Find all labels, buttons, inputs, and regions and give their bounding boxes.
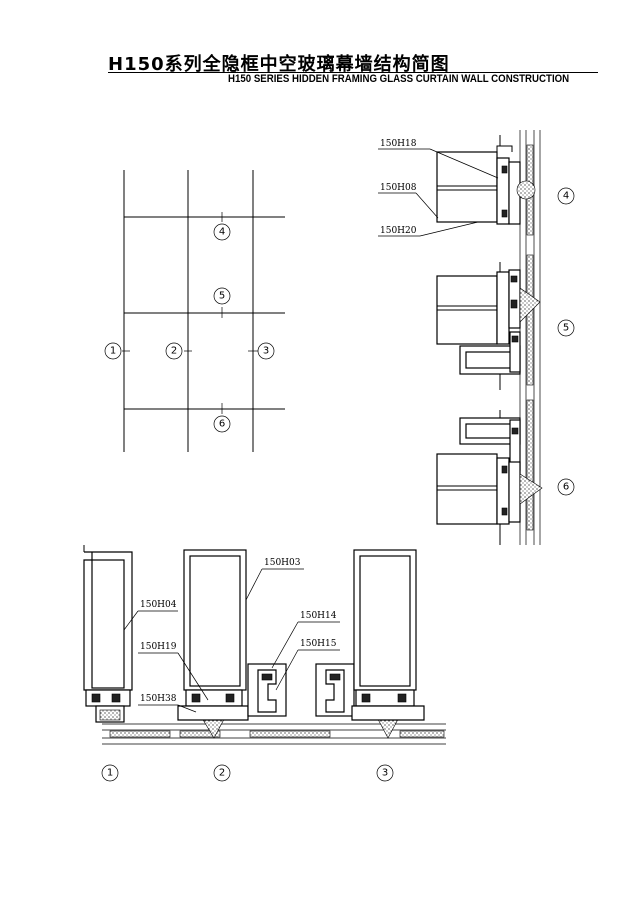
section-2-mullion	[177, 549, 287, 739]
label-150H38: 150H38	[140, 694, 177, 704]
section-marker-2: 2	[219, 768, 225, 779]
section-5-joint	[436, 262, 541, 390]
label-150H08: 150H08	[380, 183, 417, 193]
marker-2: 2	[171, 346, 177, 357]
horizontal-section-markers: 1 2 3	[101, 764, 394, 782]
elevation-markers: 1 2 3 4 5 6	[104, 223, 275, 433]
vertical-section-labels: 150H18 150H08 150H20	[378, 139, 499, 237]
section-6-joint	[436, 410, 543, 545]
title-english: H150 SERIES HIDDEN FRAMING GLASS CURTAIN…	[228, 73, 570, 85]
section-4-transom	[436, 135, 536, 225]
section-marker-3: 3	[382, 768, 388, 779]
label-150H15: 150H15	[300, 639, 337, 649]
marker-3: 3	[263, 346, 269, 357]
glass-band	[102, 723, 446, 745]
transom-box-150H08	[436, 151, 498, 223]
title-underline	[108, 72, 598, 73]
marker-5: 5	[219, 291, 225, 302]
horizontal-section: 150H04 150H19 150H38 150H03 150H14 150H1…	[83, 545, 446, 782]
horizontal-section-labels: 150H04 150H19 150H38 150H03 150H14 150H1…	[123, 558, 340, 713]
label-150H04: 150H04	[140, 600, 177, 610]
vertical-section: 150H18 150H08 150H20 4 5 6	[378, 130, 575, 545]
elevation-grid	[122, 170, 285, 452]
label-150H14: 150H14	[300, 611, 337, 621]
section-3-mullion	[315, 549, 425, 739]
label-150H03: 150H03	[264, 558, 301, 568]
section-marker-4: 4	[563, 191, 569, 202]
marker-4: 4	[219, 227, 225, 238]
vertical-section-markers: 4 5 6	[557, 187, 575, 496]
section-marker-6: 6	[563, 482, 569, 493]
label-150H19: 150H19	[140, 642, 177, 652]
section-marker-1: 1	[107, 768, 113, 779]
title-chinese: H150系列全隐框中空玻璃幕墙结构简图	[108, 54, 450, 75]
section-marker-5: 5	[563, 323, 569, 334]
label-150H18: 150H18	[380, 139, 417, 149]
marker-1: 1	[110, 346, 116, 357]
section-1-edge-mullion	[83, 545, 133, 723]
marker-6: 6	[219, 419, 225, 430]
label-150H20: 150H20	[380, 226, 417, 236]
